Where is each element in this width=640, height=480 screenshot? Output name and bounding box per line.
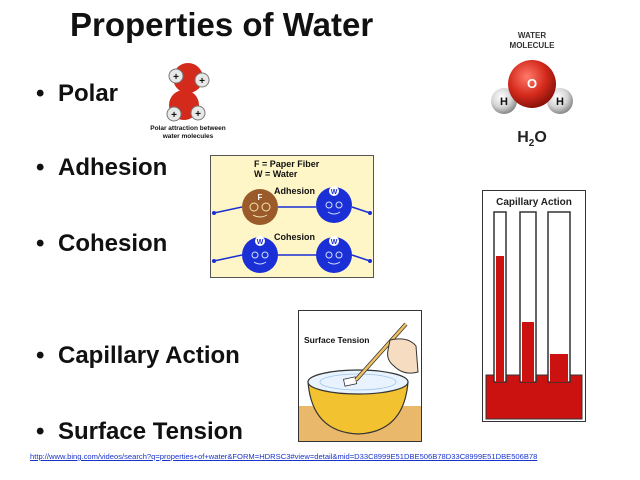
molecule-formula: H2O xyxy=(517,129,547,149)
surface-tension-image: Surface Tension xyxy=(298,310,422,442)
polar-caption-line1: Polar attraction between xyxy=(150,125,226,132)
adhesion-cohesion-image: F = Paper Fiber W = Water Adhesion F W C… xyxy=(210,155,374,278)
bullet-dot: • xyxy=(36,80,45,107)
molecule-label-line1: WATER xyxy=(518,31,547,40)
hydrogen-atom xyxy=(166,106,182,122)
legend-fiber: F = Paper Fiber xyxy=(254,159,320,169)
bullet-label: Adhesion xyxy=(58,154,168,181)
source-link[interactable]: http://www.bing.com/videos/search?q=prop… xyxy=(30,452,538,461)
adhesion-cohesion-illustration: F = Paper Fiber W = Water Adhesion F W C… xyxy=(210,155,374,278)
hydrogen-atom xyxy=(168,68,184,84)
svg-text:+: + xyxy=(171,110,177,121)
svg-text:+: + xyxy=(195,109,201,120)
bullet-label: Cohesion xyxy=(58,230,168,257)
fiber-letter: F xyxy=(258,193,263,202)
slide-title: Properties of Water xyxy=(70,6,374,43)
bullet-item-surface-tension: • Surface Tension xyxy=(36,418,243,446)
water-ball xyxy=(316,187,352,223)
surface-tension-title: Surface Tension xyxy=(304,335,370,345)
adhesion-label: Adhesion xyxy=(274,186,315,196)
hydrogen-letter-left: H xyxy=(500,96,508,108)
capillary-tubes-illustration: Capillary Action xyxy=(482,190,586,422)
paper-fiber-ball xyxy=(242,189,278,225)
polar-attraction-image: + + + + Polar attraction between water m… xyxy=(138,56,238,146)
hydrogen-atom xyxy=(190,105,206,121)
bullet-label: Surface Tension xyxy=(58,418,243,445)
oxygen-letter: O xyxy=(527,76,537,91)
bullet-label: Capillary Action xyxy=(58,342,240,369)
bullet-dot: • xyxy=(36,154,45,181)
water-molecule-illustration: WATER MOLECULE O H H H2O xyxy=(491,31,573,149)
yellow-bowl xyxy=(307,381,409,435)
cohesion-label: Cohesion xyxy=(274,232,315,242)
surface-tension-illustration: Surface Tension xyxy=(298,310,422,442)
oxygen-atom xyxy=(508,60,556,108)
bullet-item-polar: • Polar xyxy=(36,80,118,108)
water-ball xyxy=(316,237,352,273)
capillary-title: Capillary Action xyxy=(496,197,572,208)
svg-text:+: + xyxy=(173,72,179,83)
water-letter: W xyxy=(331,239,338,246)
bullet-item-capillary-action: • Capillary Action xyxy=(36,342,240,370)
svg-text:+: + xyxy=(199,76,205,87)
bullet-label: Polar xyxy=(58,80,119,107)
capillary-tube-medium xyxy=(522,322,534,382)
polar-molecules-illustration: + + + + Polar attraction between water m… xyxy=(150,63,226,140)
capillary-tube-narrow xyxy=(496,256,504,382)
water-letter: W xyxy=(257,239,264,246)
polar-caption-line2: water molecules xyxy=(162,133,214,140)
bullet-item-adhesion: • Adhesion xyxy=(36,154,167,182)
water-ball xyxy=(242,237,278,273)
bullet-dot: • xyxy=(36,230,45,257)
bullet-dot: • xyxy=(36,418,45,445)
water-molecule-image: WATER MOLECULE O H H H2O xyxy=(478,28,588,158)
capillary-action-image: Capillary Action xyxy=(482,190,586,422)
legend-water: W = Water xyxy=(254,169,298,179)
bullet-dot: • xyxy=(36,342,45,369)
hydrogen-letter-right: H xyxy=(556,96,564,108)
bullet-item-cohesion: • Cohesion xyxy=(36,230,167,258)
hydrogen-atom xyxy=(194,72,210,88)
capillary-tube-wide xyxy=(550,354,568,382)
water-letter: W xyxy=(331,189,338,196)
hand xyxy=(387,338,419,374)
molecule-label-line2: MOLECULE xyxy=(510,41,556,50)
